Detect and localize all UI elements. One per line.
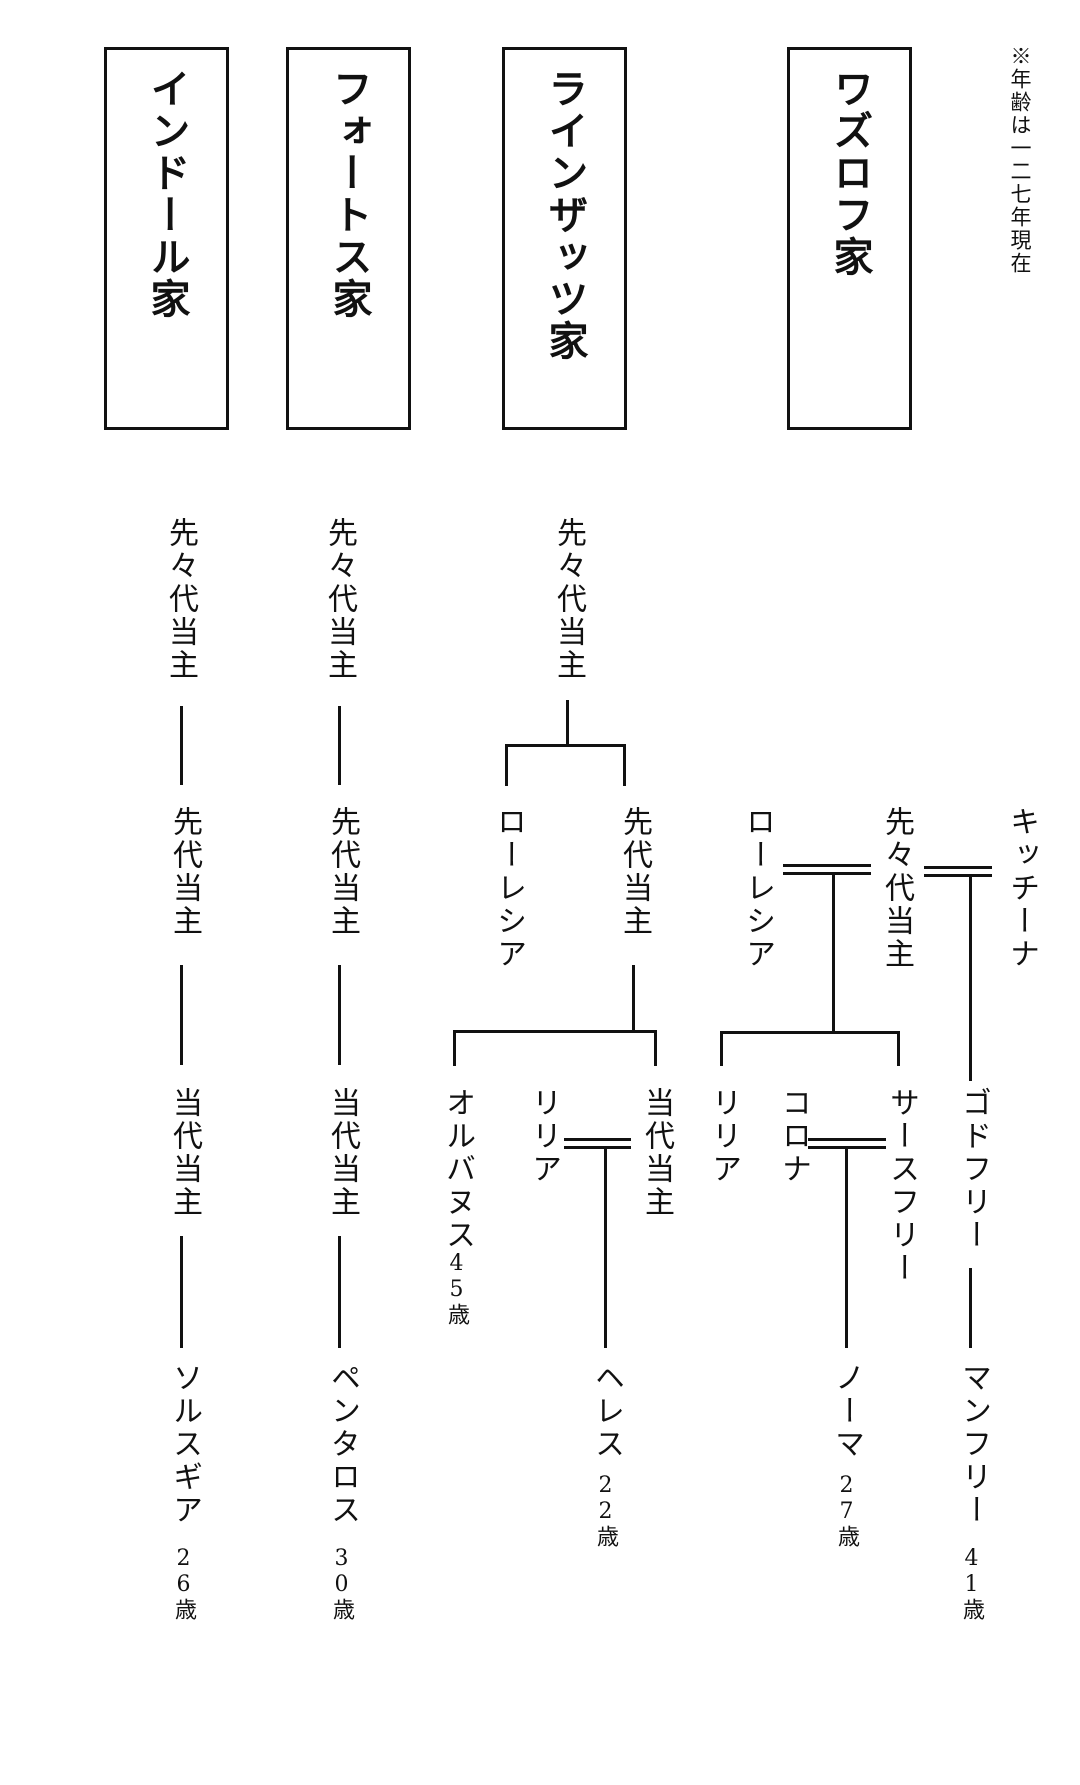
house-name-indor: インドール家 [143,68,191,320]
person-wazrof-senzendai: 先々代当主 [879,806,914,971]
descent-line-fotos-3 [338,1236,341,1348]
person-rainzatts-toudai: 当代当主 [639,1087,674,1219]
person-kitchina: キッチーナ [1004,806,1039,971]
person-wazrof-riria: リリア [706,1087,741,1186]
age-manfry: 41歳 [959,1546,984,1621]
age-heres: 22歳 [593,1473,618,1548]
person-rainzatts-riria: リリア [526,1087,561,1186]
sibling-bar-wazrof [720,1031,900,1034]
person-fotos-senzendai: 先々代当主 [322,517,357,682]
person-rainzatts-senzendai: 先々代当主 [551,517,586,682]
marriage-line-loresia-bottom [783,872,871,875]
person-noma: ノーマ [829,1362,864,1461]
marriage-line-kitchina-top [924,866,992,869]
descent-line-fotos-2 [338,965,341,1065]
age-note: ※年齢は一二七年現在 [1008,45,1032,275]
marriage-line-kitchina-bottom [924,874,992,877]
descent-line-noma [845,1148,848,1348]
marriage-line-corona-top [808,1138,886,1141]
house-box-indor: インドール家 [104,47,229,430]
descent-line-heres [604,1148,607,1348]
descent-line-wazrof-children [832,874,835,1034]
marriage-line-riria-top [564,1138,631,1141]
person-pentaros: ペンタロス [325,1362,360,1527]
person-corona: コロナ [776,1087,811,1186]
descent-line-indor-1 [180,706,183,785]
descent-line-manfry [969,1268,972,1348]
person-manfry: マンフリー [956,1362,991,1527]
marriage-line-corona-bottom [808,1146,886,1149]
house-name-fotos: フォートス家 [325,68,373,320]
descent-line-godfrey [969,876,972,1081]
person-orubanus: オルバヌス [440,1087,475,1252]
house-name-rainzatts: ラインザッツ家 [541,68,589,362]
descent-line-fotos-1 [338,706,341,785]
house-box-wazrof: ワズロフ家 [787,47,912,430]
marriage-line-loresia-top [783,864,871,867]
person-solsgia: ソルスギア [167,1362,202,1527]
person-fotos-sendai: 先代当主 [325,806,360,938]
marriage-line-riria-bottom [564,1146,631,1149]
sibling-bar-rainzatts-gen3 [453,1030,657,1033]
person-indor-toudai: 当代当主 [167,1087,202,1219]
person-godfrey: ゴドフリー [956,1087,991,1252]
sibling-drop-orubanus [453,1030,456,1066]
age-solsgia: 26歳 [171,1546,196,1621]
descent-line-rainzatts-gen2 [566,700,569,746]
person-fotos-toudai: 当代当主 [325,1087,360,1219]
person-indor-senzendai: 先々代当主 [163,517,198,682]
person-heres: ヘレス [589,1362,624,1461]
person-rainzatts-sendai: 先代当主 [617,806,652,938]
sibling-drop-saasfry [897,1031,900,1066]
sibling-drop-riria [720,1031,723,1066]
person-wazrof-loresia: ローレシア [740,806,775,971]
age-orubanus: 45歳 [444,1251,469,1326]
person-indor-sendai: 先代当主 [167,806,202,938]
sibling-drop-toudai [654,1030,657,1066]
person-saasfry: サースフリー [884,1087,919,1285]
house-box-rainzatts: ラインザッツ家 [502,47,627,430]
descent-line-indor-3 [180,1236,183,1348]
age-pentaros: 30歳 [329,1546,354,1621]
house-box-fotos: フォートス家 [286,47,411,430]
sibling-bar-rainzatts-gen2 [505,744,626,747]
descent-line-rainzatts-gen3 [632,965,635,1033]
age-noma: 27歳 [834,1473,859,1548]
sibling-drop-sendai [623,744,626,786]
person-rainzatts-loresia: ローレシア [491,806,526,971]
descent-line-indor-2 [180,965,183,1065]
house-name-wazrof: ワズロフ家 [826,68,874,278]
sibling-drop-loresia [505,744,508,786]
